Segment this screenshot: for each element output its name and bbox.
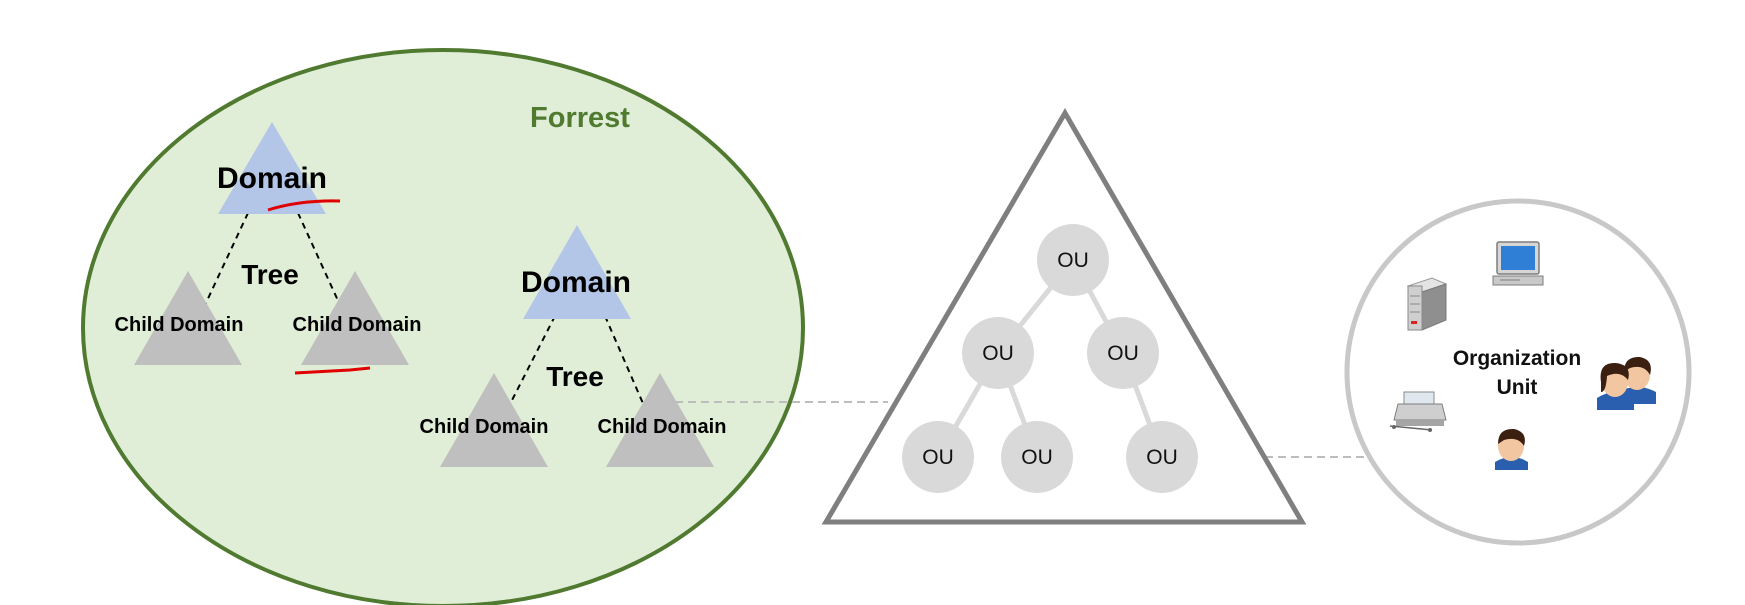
server-icon [1406,277,1448,331]
user-icon [1495,428,1528,470]
forest-title: Forrest [530,102,630,134]
ou-node: OU [1087,317,1159,389]
computer-icon [1492,241,1544,286]
child-domain-triangle [440,373,548,467]
tree-label: Tree [546,361,604,392]
svg-text:OU: OU [1107,342,1139,365]
domain-triangle [218,122,326,214]
printer-icon [1389,391,1447,432]
child-domain-label: Child Domain [598,416,727,438]
svg-text:OU: OU [982,342,1014,365]
org-unit-label: Organization [1453,347,1581,370]
svg-text:OU: OU [1021,446,1053,469]
tree-2: Domain Tree Child Domain Child Domain [420,225,727,467]
tree-link [204,212,249,306]
ou-node: OU [1126,421,1198,493]
child-domain-label: Child Domain [420,416,549,438]
child-domain-triangle [134,271,242,365]
forest-group: Forrest Domain Tree Child Domain Child D… [81,48,805,605]
ou-node: OU [1001,421,1073,493]
child-domain-label: Child Domain [115,314,244,336]
ou-node: OU [962,317,1034,389]
domain-label: Domain [521,266,631,299]
tree-label: Tree [241,259,299,290]
org-unit-label: Unit [1497,376,1538,399]
tree-link [297,212,341,306]
org-unit-group: Organization Unit [1344,198,1692,546]
ou-tree-group: OU OU OU OU OU OU [821,108,1307,525]
domain-label: Domain [217,162,327,195]
child-domain-triangle [301,271,409,365]
ou-node: OU [902,421,974,493]
svg-text:OU: OU [1057,249,1089,272]
svg-text:OU: OU [922,446,954,469]
child-domain-triangle [606,373,714,467]
tree-link [604,315,646,409]
child-domain-label: Child Domain [293,314,422,336]
ou-tree-triangle [821,108,1307,525]
ou-node: OU [1037,224,1109,296]
users-icon [1597,356,1656,410]
svg-text:OU: OU [1146,446,1178,469]
tree-1: Domain Tree Child Domain Child Domain [115,122,422,375]
annotation-mark [294,366,371,375]
annotation-mark [267,199,341,212]
domain-triangle [523,225,631,319]
